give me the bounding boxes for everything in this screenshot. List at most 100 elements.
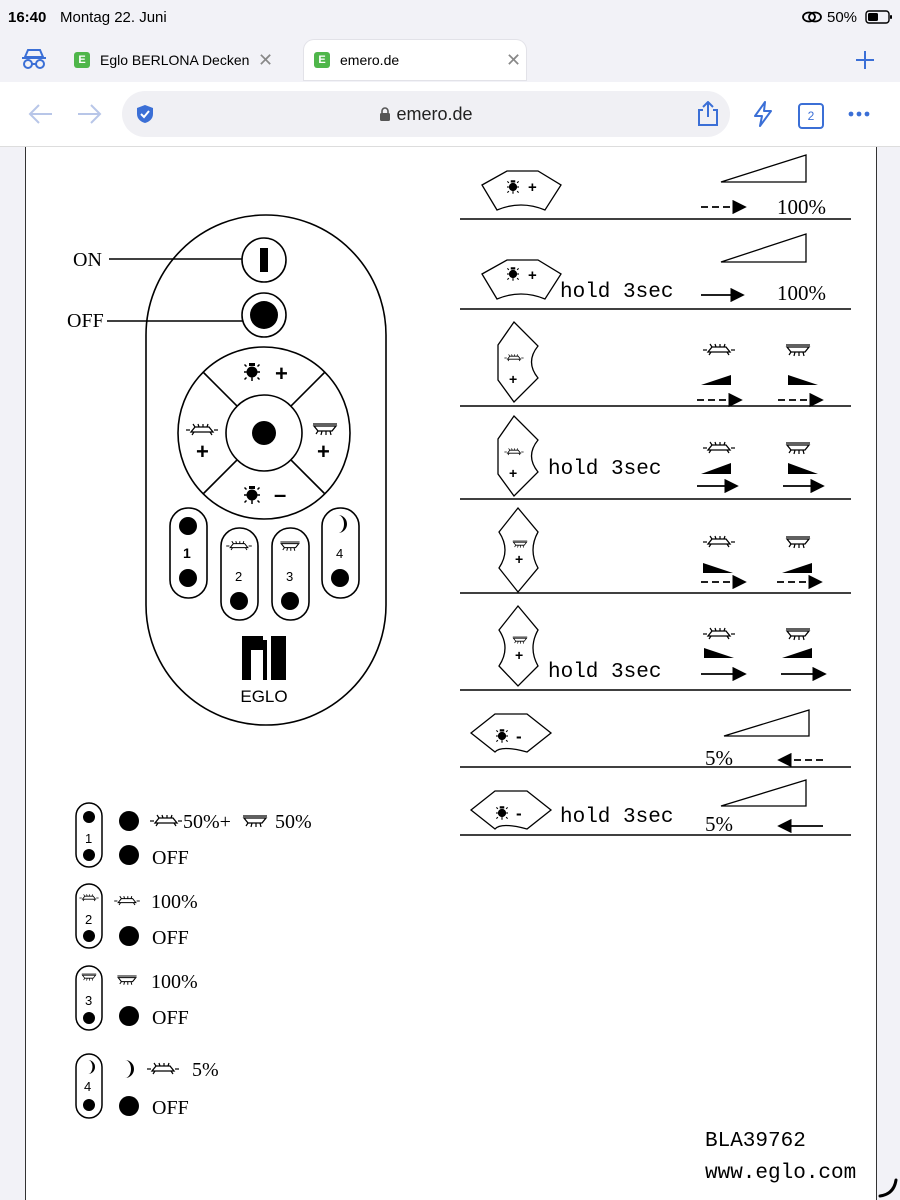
close-icon[interactable]: ✕ [506, 49, 522, 70]
tab-bar: E Eglo BERLONA Deckenle ✕ E emero.de ✕ [0, 36, 900, 82]
svg-text:+: + [528, 179, 537, 196]
svg-text:4: 4 [84, 1079, 91, 1094]
minus-icon: – [274, 482, 286, 507]
tab-count-button[interactable]: 2 [798, 103, 824, 129]
downlight-plus-button[interactable]: + [312, 423, 338, 464]
legend-item-1: 1 50%+ 50% OFF [75, 802, 312, 869]
table-value: 5% [705, 812, 733, 836]
button-2-number: 2 [235, 569, 242, 584]
more-icon[interactable] [848, 110, 870, 118]
table-row: + hold 3sec [497, 414, 825, 497]
page-content: ON OFF + – + + [25, 147, 877, 1200]
button-3[interactable]: 3 [271, 527, 310, 621]
tab-title: Eglo BERLONA Deckenle [100, 52, 250, 68]
tab-favicon: E [74, 52, 90, 68]
button-legend: 1 50%+ 50% OFF 2 100% OFF 3 [75, 802, 312, 1119]
table-value: 5% [705, 746, 733, 770]
plus-icon: + [196, 439, 209, 464]
svg-text:OFF: OFF [152, 1007, 189, 1029]
tab-eglo[interactable]: E Eglo BERLONA Deckenle ✕ [64, 40, 294, 80]
brightness-up-button[interactable]: + [243, 361, 288, 386]
moon-icon [338, 515, 347, 533]
tab-emero[interactable]: E emero.de ✕ [304, 40, 526, 80]
link-icon [802, 11, 822, 23]
brand-text: EGLO [240, 687, 287, 706]
moon-icon [125, 1060, 134, 1078]
button-4[interactable]: 4 [321, 507, 360, 599]
center-dot-icon [252, 421, 276, 445]
power-off-icon [250, 301, 278, 329]
button-1[interactable]: 1 [169, 507, 208, 599]
bulb-icon [243, 362, 261, 382]
manual-page: ON OFF + – + + [67, 154, 856, 1185]
shield-icon[interactable] [136, 104, 154, 124]
plus-icon: + [317, 439, 330, 464]
forward-arrow-icon[interactable] [76, 102, 102, 126]
svg-text:-: - [516, 804, 522, 823]
close-icon[interactable]: ✕ [258, 49, 274, 70]
hold-text: hold 3sec [560, 281, 673, 304]
svg-text:OFF: OFF [152, 927, 189, 949]
new-tab-icon[interactable] [854, 49, 876, 71]
back-arrow-icon[interactable] [28, 102, 54, 126]
hold-text: hold 3sec [560, 806, 673, 829]
svg-text:OFF: OFF [152, 847, 189, 869]
table-row: - 5% [469, 709, 823, 770]
battery-icon [865, 10, 892, 24]
svg-text:2: 2 [85, 912, 92, 927]
share-icon[interactable] [696, 101, 720, 127]
plus-icon: + [275, 361, 288, 386]
button-3-number: 3 [286, 569, 293, 584]
svg-text:+: + [528, 267, 537, 284]
url-bar[interactable]: emero.de [122, 91, 730, 137]
button-2[interactable]: 2 [220, 527, 259, 621]
table-row: + [498, 506, 823, 594]
battery-percent: 50% [827, 9, 858, 26]
table-value: 100% [777, 195, 826, 219]
eglo-logo: EGLO [240, 636, 288, 706]
corner-gesture-icon [878, 1178, 898, 1198]
moon-icon [88, 1060, 95, 1074]
function-table: + 100% + hold 3sec 100% + [460, 154, 851, 836]
svg-text:3: 3 [85, 993, 92, 1008]
on-label: ON [73, 249, 102, 271]
tab-favicon: E [314, 52, 330, 68]
tab-title: emero.de [340, 52, 400, 68]
status-time: 16:40 [8, 9, 47, 26]
table-row: + hold 3sec 100% [481, 233, 826, 305]
hold-text: hold 3sec [548, 458, 661, 481]
table-row: + [497, 320, 824, 408]
svg-text:100%: 100% [151, 971, 198, 993]
button-4-number: 4 [336, 546, 343, 561]
svg-text:50%: 50% [275, 811, 312, 833]
svg-text:OFF: OFF [152, 1097, 189, 1119]
svg-text:+: + [515, 551, 523, 567]
url-text: emero.de [122, 104, 730, 125]
svg-text:5%: 5% [192, 1059, 219, 1081]
power-on-icon [260, 248, 268, 272]
private-browsing-icon[interactable] [20, 47, 48, 71]
svg-text:+: + [509, 465, 517, 481]
off-label: OFF [67, 310, 104, 332]
svg-text:1: 1 [85, 831, 92, 846]
svg-text:50%+: 50%+ [183, 811, 231, 833]
svg-text:-: - [516, 727, 522, 746]
svg-text:+: + [515, 647, 523, 663]
table-row: + 100% [481, 154, 826, 219]
model-number: BLA39762 [705, 1130, 806, 1153]
svg-text:+: + [509, 371, 517, 387]
button-1-number: 1 [183, 545, 191, 561]
remote-control: ON OFF + – + + [67, 214, 387, 726]
uplight-plus-button[interactable]: + [185, 423, 219, 464]
table-value: 100% [777, 281, 826, 305]
legend-item-3: 3 100% OFF [75, 965, 198, 1031]
brightness-down-button[interactable]: – [243, 482, 286, 507]
lock-icon [380, 107, 391, 121]
table-row: + hold 3sec [498, 604, 827, 687]
lightning-icon[interactable] [752, 101, 774, 127]
status-bar: 16:40 Montag 22. Juni 50% [0, 0, 900, 36]
browser-toolbar: emero.de 2 [0, 82, 900, 147]
legend-item-4: 4 5% OFF [75, 1053, 219, 1119]
hold-text: hold 3sec [548, 661, 661, 684]
status-date: Montag 22. Juni [60, 9, 167, 26]
